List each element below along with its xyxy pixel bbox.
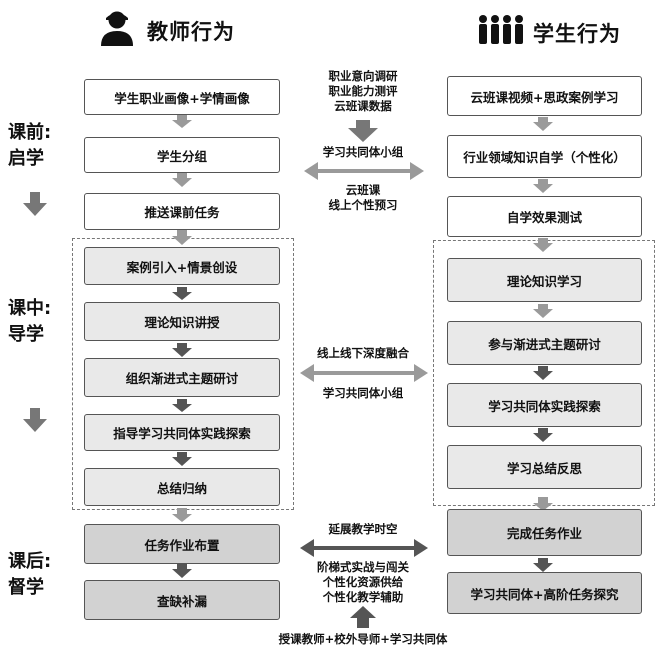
middle-pre-online-line1: 云班课 bbox=[345, 183, 381, 197]
phase-down-arrow-2 bbox=[23, 408, 47, 432]
middle-bottom-participants: 授课教师+校外导师+学习共同体 bbox=[278, 632, 448, 646]
teacher-box-assign-homework: 任务作业布置 bbox=[84, 524, 280, 564]
middle-in-bottom: 学习共同体小组 bbox=[322, 386, 404, 400]
middle-post-lines: 阶梯式实战与闯关 个性化资源供给 个性化教学辅助 bbox=[296, 560, 430, 605]
teacher-box-case-intro: 案例引入+情景创设 bbox=[84, 247, 280, 285]
phase-post-line1: 课后: bbox=[8, 551, 52, 572]
middle-pre-online-line2: 线上个性预习 bbox=[328, 198, 398, 212]
student-box-theory-learning: 理论知识学习 bbox=[447, 258, 642, 302]
phase-in-label: 课中: 导学 bbox=[8, 296, 51, 348]
phase-pre-line1: 课前: bbox=[8, 122, 52, 143]
phase-down-arrow-1 bbox=[23, 192, 47, 216]
student-box-self-study: 行业领域知识自学（个性化） bbox=[447, 135, 642, 178]
student-box-complete-homework: 完成任务作业 bbox=[447, 509, 642, 556]
group-icon bbox=[477, 14, 525, 44]
pre-double-arrow bbox=[304, 162, 424, 180]
teacher-box-guide-practice: 指导学习共同体实践探索 bbox=[84, 414, 280, 451]
middle-pre-data-line2: 职业能力测评 bbox=[328, 84, 398, 98]
middle-post-top: 延展教学时空 bbox=[328, 522, 398, 536]
teacher-box-profile: 学生职业画像+学情画像 bbox=[84, 79, 280, 115]
middle-pre-data: 职业意向调研 职业能力测评 云班课数据 bbox=[300, 69, 426, 114]
teacher-box-theory-teaching: 理论知识讲授 bbox=[84, 302, 280, 341]
middle-post-line1: 阶梯式实战与闯关 bbox=[317, 560, 409, 574]
teacher-flow-arrows bbox=[172, 115, 192, 578]
teacher-title: 教师行为 bbox=[147, 20, 235, 44]
student-box-community-practice: 学习共同体实践探索 bbox=[447, 383, 642, 427]
middle-pre-group: 学习共同体小组 bbox=[322, 145, 404, 159]
student-box-reflection: 学习总结反思 bbox=[447, 445, 642, 489]
post-double-arrow bbox=[300, 539, 428, 557]
phase-in-line1: 课中: bbox=[8, 298, 52, 319]
middle-post-line2: 个性化资源供给 bbox=[322, 575, 404, 589]
teacher-box-fill-gaps: 查缺补漏 bbox=[84, 580, 280, 620]
student-box-video-study: 云班课视频+思政案例学习 bbox=[447, 76, 642, 116]
phase-in-line2: 导学 bbox=[8, 324, 44, 345]
middle-pre-data-line3: 云班课数据 bbox=[334, 99, 392, 113]
teacher-box-grouping: 学生分组 bbox=[84, 137, 280, 173]
middle-in-top: 线上线下深度融合 bbox=[317, 346, 409, 360]
phase-pre-label: 课前: 启学 bbox=[8, 120, 51, 172]
middle-arrows bbox=[300, 120, 428, 628]
student-title: 学生行为 bbox=[533, 22, 621, 46]
teacher-box-pre-task: 推送课前任务 bbox=[84, 193, 280, 230]
teacher-icon bbox=[100, 10, 134, 46]
student-box-self-test: 自学效果测试 bbox=[447, 196, 642, 237]
student-flow-arrows bbox=[533, 117, 553, 572]
middle-pre-online: 云班课 线上个性预习 bbox=[300, 183, 426, 213]
student-box-advanced-task: 学习共同体+高阶任务探究 bbox=[447, 572, 642, 614]
phase-pre-line2: 启学 bbox=[8, 148, 44, 169]
phase-post-label: 课后: 督学 bbox=[8, 549, 51, 601]
teacher-box-summary: 总结归纳 bbox=[84, 468, 280, 506]
in-class-double-arrow bbox=[300, 364, 428, 382]
middle-pre-data-line1: 职业意向调研 bbox=[328, 69, 398, 83]
data-down-arrow bbox=[348, 120, 378, 142]
phase-post-line2: 督学 bbox=[8, 577, 44, 598]
bottom-up-arrow bbox=[350, 606, 376, 628]
student-box-join-seminar: 参与渐进式主题研讨 bbox=[447, 321, 642, 365]
middle-post-line3: 个性化教学辅助 bbox=[322, 590, 404, 604]
phase-arrows bbox=[23, 192, 47, 432]
teacher-box-organize-seminar: 组织渐进式主题研讨 bbox=[84, 358, 280, 397]
